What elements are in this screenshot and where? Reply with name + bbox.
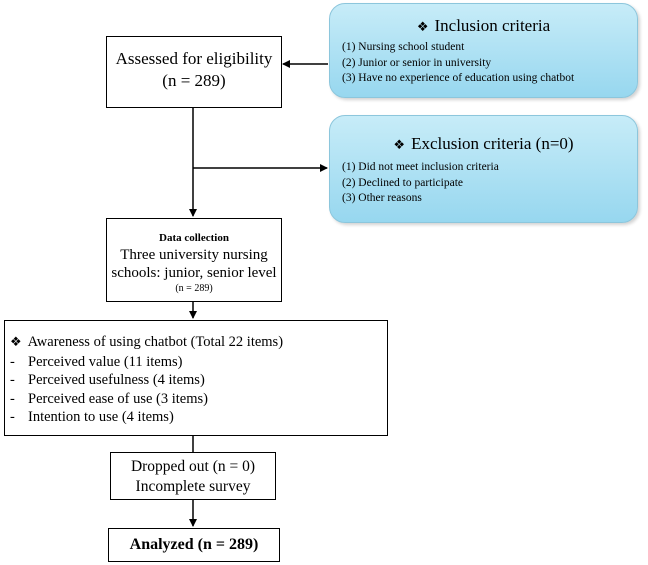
diamond-bullet-icon: ❖ bbox=[393, 138, 406, 153]
awareness-item: -Intention to use (4 items) bbox=[10, 409, 174, 425]
diamond-bullet-icon: ❖ bbox=[416, 20, 429, 35]
analyzed-label: Analyzed (n = 289) bbox=[129, 536, 259, 553]
inclusion-item: (1) Nursing school student bbox=[342, 41, 465, 53]
exclusion-list: (1) Did not meet inclusion criteria (2) … bbox=[342, 160, 499, 207]
analyzed-box: Analyzed (n = 289) bbox=[108, 528, 280, 562]
awareness-item: -Perceived value (11 items) bbox=[10, 353, 183, 370]
data-collection-line2: schools: junior, senior level bbox=[111, 265, 277, 281]
diamond-bullet-icon: ❖ bbox=[10, 335, 22, 350]
dropped-out-reason: Incomplete survey bbox=[135, 477, 251, 495]
inclusion-item: (2) Junior or senior in university bbox=[342, 56, 492, 69]
inclusion-title: Inclusion criteria bbox=[434, 16, 551, 35]
inclusion-item: (3) Have no experience of education usin… bbox=[342, 72, 575, 84]
exclusion-criteria-box: ❖ Exclusion criteria (n=0) (1) Did not me… bbox=[329, 115, 638, 223]
assessed-title: Assessed for eligibility bbox=[115, 49, 273, 68]
awareness-item: -Perceived ease of use (3 items) bbox=[10, 390, 208, 407]
inclusion-list: (1) Nursing school student (2) Junior or… bbox=[342, 40, 574, 87]
data-collection-count: (n = 289) bbox=[175, 283, 213, 294]
data-collection-title: Data collection bbox=[159, 232, 229, 244]
awareness-title-row: ❖ Awareness of using chatbot (Total 22 it… bbox=[10, 333, 387, 353]
awareness-title: Awareness of using chatbot (Total 22 ite… bbox=[27, 334, 284, 350]
awareness-item: -Perceived usefulness (4 items) bbox=[10, 372, 205, 388]
data-collection-box: Data collection Three university nursing… bbox=[106, 218, 282, 302]
exclusion-item: (1) Did not meet inclusion criteria bbox=[342, 161, 499, 173]
inclusion-title-row: ❖ Inclusion criteria bbox=[330, 16, 637, 36]
assessed-box: Assessed for eligibility (n = 289) bbox=[106, 36, 282, 108]
assessed-count: (n = 289) bbox=[162, 71, 226, 90]
dropped-out-count: Dropped out (n = 0) bbox=[130, 458, 256, 475]
dropped-out-box: Dropped out (n = 0) Incomplete survey bbox=[110, 452, 276, 500]
exclusion-title: Exclusion criteria (n=0) bbox=[411, 134, 574, 153]
inclusion-criteria-box: ❖ Inclusion criteria (1) Nursing school s… bbox=[329, 3, 638, 98]
awareness-box: ❖ Awareness of using chatbot (Total 22 it… bbox=[4, 320, 388, 436]
exclusion-item: (3) Other reasons bbox=[342, 192, 422, 204]
data-collection-line1: Three university nursing bbox=[120, 247, 268, 263]
exclusion-item: (2) Declined to participate bbox=[342, 176, 464, 189]
exclusion-title-row: ❖ Exclusion criteria (n=0) bbox=[330, 134, 637, 154]
